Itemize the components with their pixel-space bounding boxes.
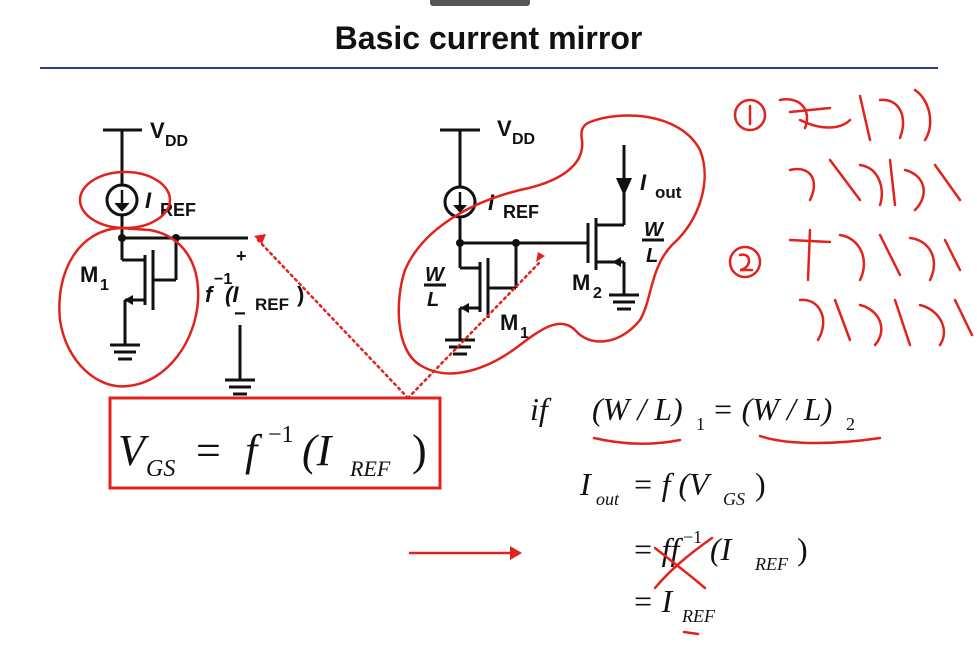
right-iref-subscript: REF [503,202,539,222]
cancel-stroke-2 [653,536,714,590]
left-iref-label: I [145,188,152,213]
m1-circle [58,226,200,388]
implication-arrow-head [510,546,522,560]
boxed-lhs: V [118,426,150,475]
iout-equation-rhs-subscript: GS [723,489,745,509]
dotted-pointer-right [406,260,542,400]
dotted-pointer-left [256,238,410,400]
left-f-label: f [205,282,215,307]
right-vdd-subscript: DD [512,131,535,148]
second-line-exponent: −1 [683,527,702,547]
underline-w-l-2 [758,434,882,445]
left-m1-label: M [80,262,98,287]
condition-right: = (W / L) [712,391,832,427]
if-word: if [530,391,552,427]
iout-equation-lhs-subscript: out [596,489,620,509]
iref-source-circle [78,170,172,230]
cancel-stroke-1 [653,546,707,590]
right-m1-label: M [500,310,518,335]
left-vdd-label: V [150,118,165,143]
page-title: Basic current mirror [334,20,643,56]
iout-label: I [640,170,647,195]
boxed-argument-close: ) [412,426,427,475]
condition-left: (W / L) [592,391,683,427]
m2-w-label: W [644,219,665,241]
underline-w-l-1 [592,436,682,445]
left-circuit [103,128,255,396]
iout-equation-close: ) [755,466,766,502]
note-line-3 [788,228,962,282]
boxed-exponent: −1 [268,422,294,448]
note-line-2 [788,158,962,212]
left-minus-sign: − [234,303,246,325]
note-circled-number-2 [728,245,762,279]
second-line-argument: (I [710,531,733,567]
third-line-subscript: REF [681,606,716,626]
note-line-1 [778,88,932,142]
left-plus-sign: + [236,246,247,266]
third-line: = I [632,583,674,619]
left-f-argument: (I [225,282,239,307]
right-iref-label: I [488,190,495,215]
iref-underline [682,630,700,636]
left-vdd-subscript: DD [165,133,188,150]
m2-l-label: L [646,245,658,267]
left-f-inverse-exponent: −1 [214,271,232,288]
mirror-circle [397,114,706,375]
m1-w-label: W [425,264,446,286]
left-m1-subscript: 1 [100,277,109,294]
iout-equation-rhs: = f (V [632,466,712,502]
left-f-argument-close: ) [297,282,304,307]
boxed-lhs-subscript: GS [146,456,175,482]
boxed-equals: = [196,426,221,475]
iout-equation-lhs: I [579,466,592,502]
left-f-argument-subscript: REF [255,295,289,314]
red-annotations [58,88,974,636]
note-circled-number-1 [733,98,767,132]
m2-label: M [572,270,590,295]
dotted-pointer-left-head [254,234,266,244]
boxed-f: f [245,426,263,475]
note-line-4 [798,298,974,347]
boxed-argument: (I [302,426,334,475]
window-top-bar [430,0,530,6]
title-underline [40,67,938,69]
dotted-pointer-right-head [536,252,545,262]
boxed-equation-frame [108,396,442,490]
right-m1-subscript: 1 [520,325,529,342]
m1-l-label: L [427,289,439,311]
condition-subscript-1: 1 [696,414,705,434]
iout-subscript: out [655,183,682,202]
boxed-argument-subscript: REF [349,456,391,481]
second-line-close: ) [797,531,808,567]
m2-subscript: 2 [593,285,602,302]
condition-subscript-2: 2 [846,414,855,434]
second-line-subscript: REF [754,554,789,574]
right-vdd-label: V [497,116,512,141]
left-iref-subscript: REF [160,200,196,220]
